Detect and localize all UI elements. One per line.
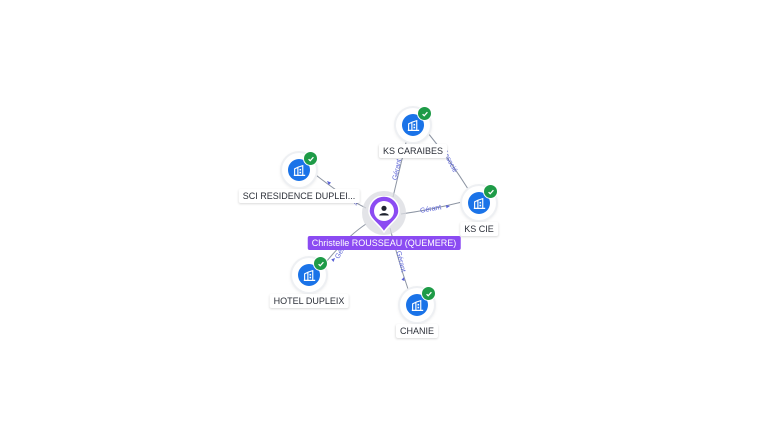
building-icon xyxy=(298,264,320,286)
company-label: CHANIE xyxy=(395,324,439,338)
edge-chanie: Gérant xyxy=(389,227,410,293)
edge-label: Gérant xyxy=(394,250,406,273)
company-label: SCI RESIDENCE DUPLEI... xyxy=(238,189,360,203)
edge-label: Gérant xyxy=(420,204,442,215)
company-label: HOTEL DUPLEIX xyxy=(269,294,349,308)
building-icon xyxy=(402,114,424,136)
edge-label: Gérant xyxy=(392,158,403,180)
verified-check-icon xyxy=(483,184,498,199)
edge-ks-caraibes: Gérant xyxy=(392,129,410,198)
person-pin-icon xyxy=(368,196,400,234)
company-label: KS CIE xyxy=(460,222,498,236)
company-label: KS CARAIBES xyxy=(378,144,448,158)
verified-check-icon xyxy=(421,286,436,301)
person-name-label: Christelle ROUSSEAU (QUEMERE) xyxy=(307,236,461,250)
edge-caraibes-cie: Associé xyxy=(427,132,471,193)
verified-check-icon xyxy=(417,106,432,121)
edge-ks-cie: Gérant xyxy=(400,201,463,215)
building-icon xyxy=(406,294,428,316)
verified-check-icon xyxy=(303,151,318,166)
verified-check-icon xyxy=(313,256,328,271)
building-icon xyxy=(468,192,490,214)
building-icon xyxy=(288,159,310,181)
